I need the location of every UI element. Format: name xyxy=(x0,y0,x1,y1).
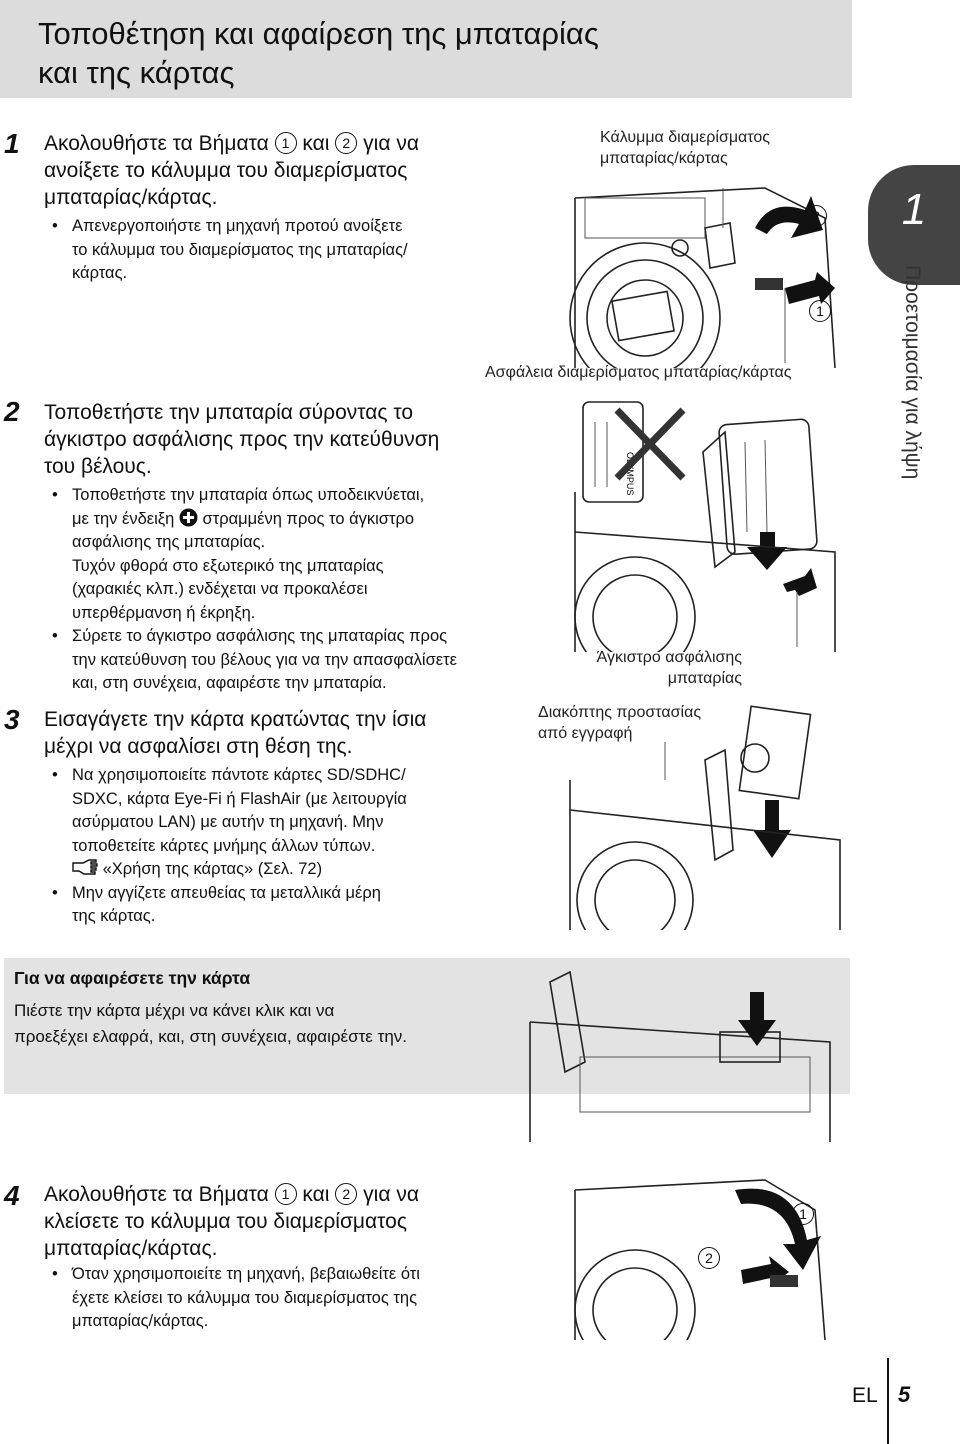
illustration-open-cover xyxy=(569,187,836,368)
push-arrow-icon xyxy=(738,992,776,1046)
title-bar: Τοποθέτηση και αφαίρεση της μπαταρίας κα… xyxy=(0,0,852,98)
illus1-circle-1: 1 xyxy=(809,300,831,322)
chapter-title: Προετοιμασία για λήψη xyxy=(901,265,924,480)
footer-divider xyxy=(887,1358,889,1444)
label-lock: Ασφάλεια διαμερίσματος μπαταρίας/κάρτας xyxy=(485,364,792,381)
label-protect: Διακόπτης προστασίας από εγγραφή xyxy=(538,704,702,742)
note-title: Για να αφαιρέσετε την κάρτα xyxy=(14,968,251,988)
illustration-battery: OLYMPUS xyxy=(574,401,836,652)
label-cover: Κάλυμμα διαμερίσματος μπαταρίας/κάρτας xyxy=(600,129,770,167)
note-body: Πιέστε την κάρτα μέχρι να κάνει κλικ και… xyxy=(14,1001,408,1046)
reference-hand-icon xyxy=(72,859,98,875)
list-item: Απενεργοποιήστε τη μηχανή προτού ανοίξετ… xyxy=(46,215,516,239)
step-3-heading: Εισαγάγετε την κάρτα κρατώντας την ίσια … xyxy=(44,708,427,758)
step-4-bullets: Όταν χρησιμοποιείτε τη μηχανή, βεβαιωθεί… xyxy=(46,1263,526,1334)
plus-terminal-icon xyxy=(179,508,198,526)
hook-arrow-icon xyxy=(783,568,817,596)
chapter-tab xyxy=(868,165,960,285)
illustration-remove-card xyxy=(529,970,831,1142)
close-arrow-icon xyxy=(735,1188,821,1270)
list-item: Όταν χρησιμοποιείτε τη μηχανή, βεβαιωθεί… xyxy=(46,1263,526,1287)
step-3-bullets: Να χρησιμοποιείτε πάντοτε κάρτες SD/SDHC… xyxy=(46,764,526,929)
illus5-circle-1: 1 xyxy=(792,1203,814,1225)
footer-lang: EL xyxy=(852,1384,878,1407)
insert-arrow-icon xyxy=(747,532,787,570)
list-item: Να χρησιμοποιείτε πάντοτε κάρτες SD/SDHC… xyxy=(46,764,526,788)
step-4-circle-1: 1 xyxy=(274,1183,297,1205)
step-1-heading: Ακολουθήστε τα Βήματα 1 και 2 για να ανο… xyxy=(44,132,419,209)
step-1-circle-1: 1 xyxy=(274,132,297,154)
wrong-cross-icon xyxy=(614,407,686,481)
step-3-number: 3 xyxy=(4,704,20,735)
step-4-heading: Ακολουθήστε τα Βήματα 1 και 2 για να κλε… xyxy=(44,1183,419,1260)
step-2-number: 2 xyxy=(4,396,20,427)
step-1-circle-2: 2 xyxy=(335,132,358,154)
illustration-close-cover xyxy=(574,1179,826,1340)
page-number: 5 xyxy=(898,1382,911,1407)
list-item: Σύρετε το άγκιστρο ασφάλισης της μπαταρί… xyxy=(46,625,526,649)
chapter-number: 1 xyxy=(901,185,927,234)
slide-arrow-icon xyxy=(785,272,835,304)
step-4-number: 4 xyxy=(4,1180,20,1211)
label-hook: Άγκιστρο ασφάλισης μπαταρίας xyxy=(596,649,742,687)
list-item: Τοποθετήστε την μπαταρία όπως υποδεικνύε… xyxy=(46,484,526,508)
illustration-card xyxy=(569,705,841,930)
page-title-line-2: και της κάρτας xyxy=(38,55,235,90)
step-4-circle-2: 2 xyxy=(335,1183,358,1205)
step-1-bullets: Απενεργοποιήστε τη μηχανή προτού ανοίξετ… xyxy=(46,215,516,286)
step-2-bullets: Τοποθετήστε την μπαταρία όπως υποδεικνύε… xyxy=(46,484,526,696)
illus1-circle-2: 2 xyxy=(805,205,827,227)
open-arrow-icon xyxy=(755,196,823,238)
note-box: Για να αφαιρέσετε την κάρτα Πιέστε την κ… xyxy=(4,958,850,1094)
step-2-heading: Τοποθετήστε την μπαταρία σύροντας το άγκ… xyxy=(44,401,440,478)
battery-brand: OLYMPUS xyxy=(625,452,635,495)
page-title: Τοποθέτηση και αφαίρεση της μπαταρίας κα… xyxy=(38,14,599,92)
step-1-number: 1 xyxy=(4,128,20,159)
list-item: Μην αγγίζετε απευθείας τα μεταλλικά μέρη xyxy=(46,882,526,906)
illus5-circle-2: 2 xyxy=(698,1247,720,1269)
card-arrow-icon xyxy=(753,800,791,858)
page-title-line-1: Τοποθέτηση και αφαίρεση της μπαταρίας xyxy=(38,16,599,51)
